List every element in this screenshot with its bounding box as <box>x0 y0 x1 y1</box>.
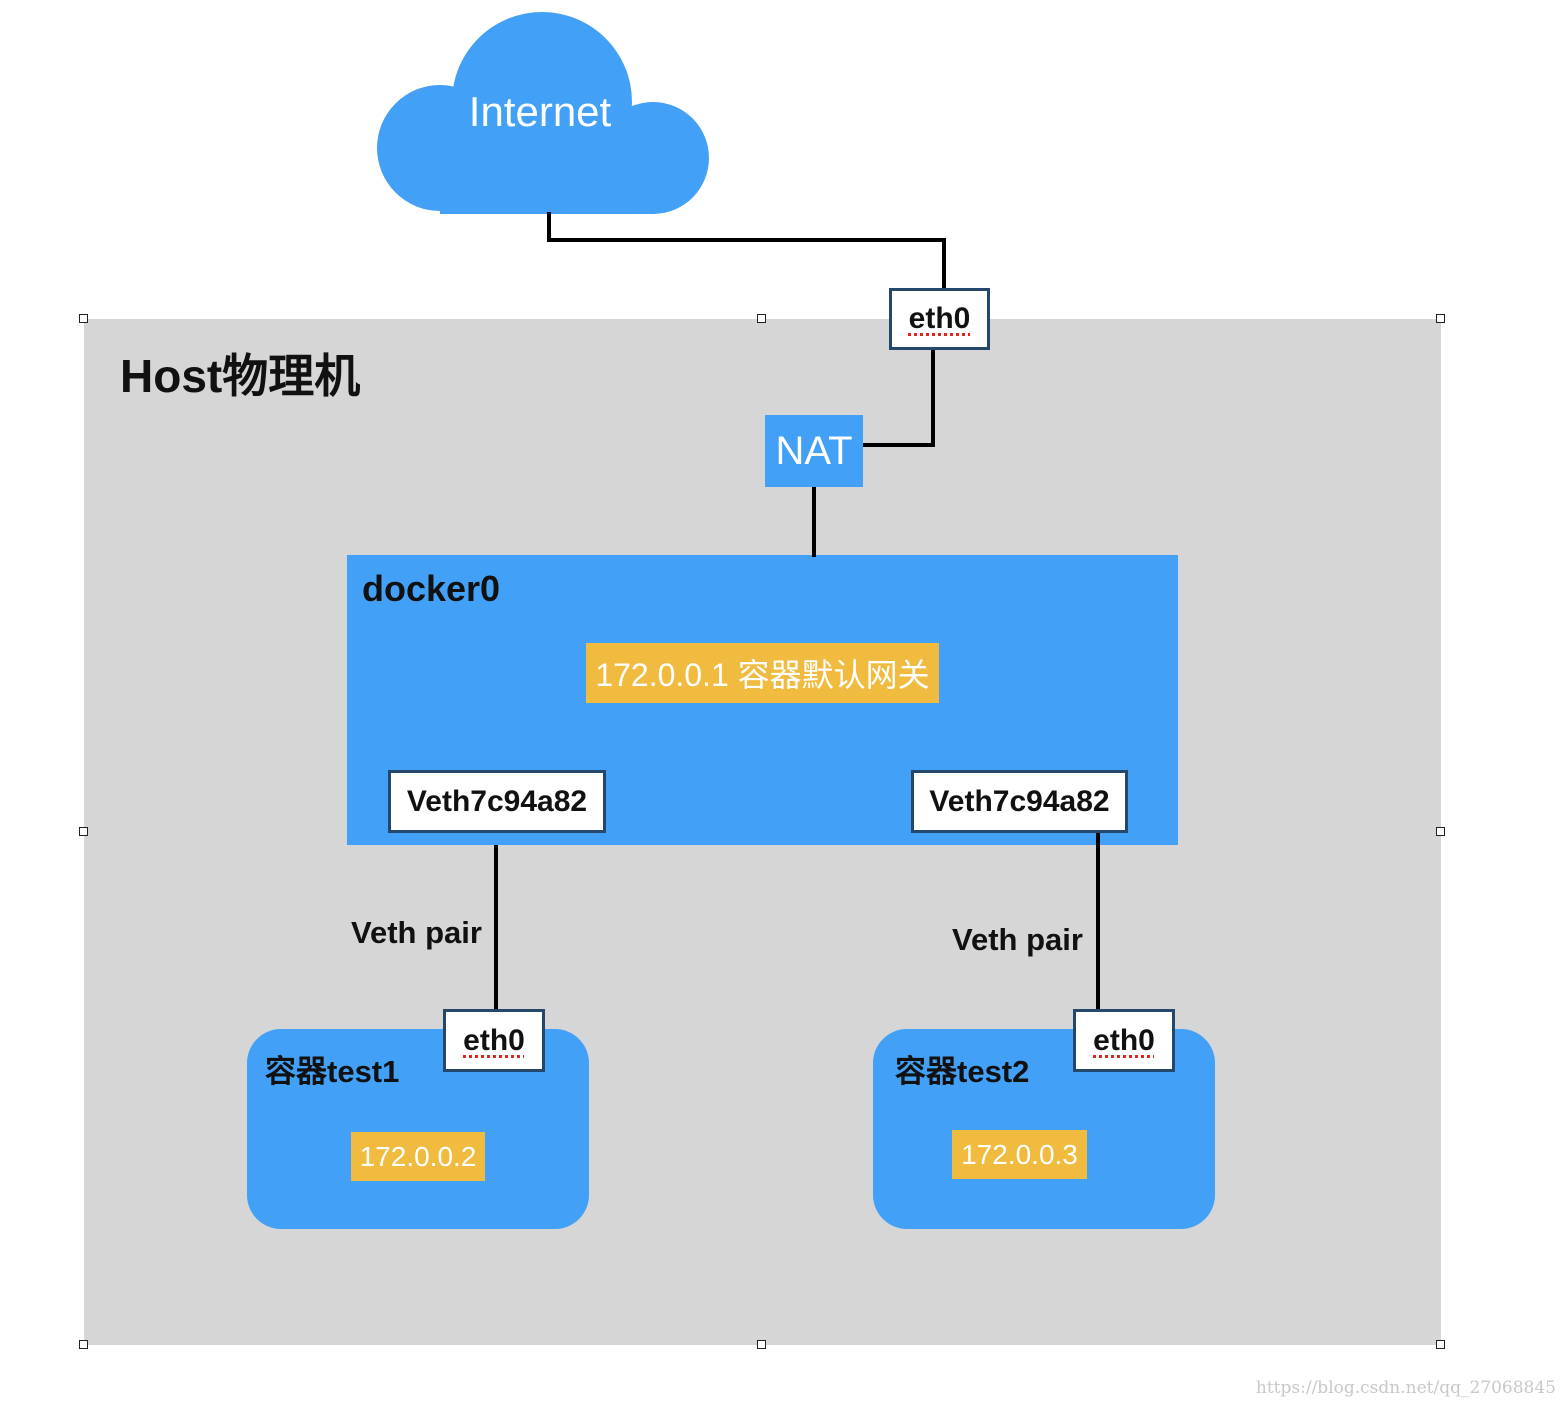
veth-pair-right-label: Veth pair <box>952 922 1083 957</box>
veth-right-port[interactable]: Veth7c94a82 <box>911 770 1128 833</box>
gateway-ip-label: 172.0.0.1 容器默认网关 <box>595 657 930 693</box>
veth-pair-left-label: Veth pair <box>351 915 482 950</box>
container-test2-eth0-port[interactable]: eth0 <box>1073 1009 1175 1072</box>
container-test2-ip: 172.0.0.3 <box>961 1138 1078 1170</box>
cloud-icon <box>377 12 709 214</box>
watermark-url: https://blog.csdn.net/qq_27068845 <box>1255 1378 1556 1398</box>
container-test1-ip-tag: 172.0.0.2 <box>351 1132 485 1181</box>
container-test1-eth0-label: eth0 <box>463 1023 525 1057</box>
container-test1-ip: 172.0.0.2 <box>359 1140 477 1172</box>
container-test2-title: 容器test2 <box>895 1054 1030 1089</box>
container-test2-ip-tag: 172.0.0.3 <box>952 1130 1087 1179</box>
internet-label: Internet <box>468 88 612 135</box>
resize-handle-bottom-center[interactable] <box>757 1340 766 1349</box>
nat-box[interactable]: NAT <box>765 415 863 487</box>
nat-label: NAT <box>775 428 853 473</box>
docker0-title: docker0 <box>362 568 501 609</box>
host-eth0-port[interactable]: eth0 <box>889 288 990 350</box>
host-title: Host物理机 <box>120 350 361 402</box>
veth-left-label: Veth7c94a82 <box>406 784 588 818</box>
container-test1-title: 容器test1 <box>265 1054 400 1089</box>
resize-handle-bottom-right[interactable] <box>1436 1340 1445 1349</box>
resize-handle-top-left[interactable] <box>79 314 88 323</box>
gateway-ip-tag: 172.0.0.1 容器默认网关 <box>586 643 939 703</box>
wire-internet-eth0 <box>547 212 946 290</box>
resize-handle-bottom-left[interactable] <box>79 1340 88 1349</box>
container-test2-eth0-label: eth0 <box>1093 1023 1155 1057</box>
resize-handle-middle-right[interactable] <box>1436 827 1445 836</box>
veth-left-port[interactable]: Veth7c94a82 <box>388 770 606 833</box>
resize-handle-top-center[interactable] <box>757 314 766 323</box>
veth-right-label: Veth7c94a82 <box>929 784 1110 818</box>
resize-handle-middle-left[interactable] <box>79 827 88 836</box>
host-eth0-label: eth0 <box>908 302 971 335</box>
container-test1-eth0-port[interactable]: eth0 <box>443 1009 545 1072</box>
resize-handle-top-right[interactable] <box>1436 314 1445 323</box>
